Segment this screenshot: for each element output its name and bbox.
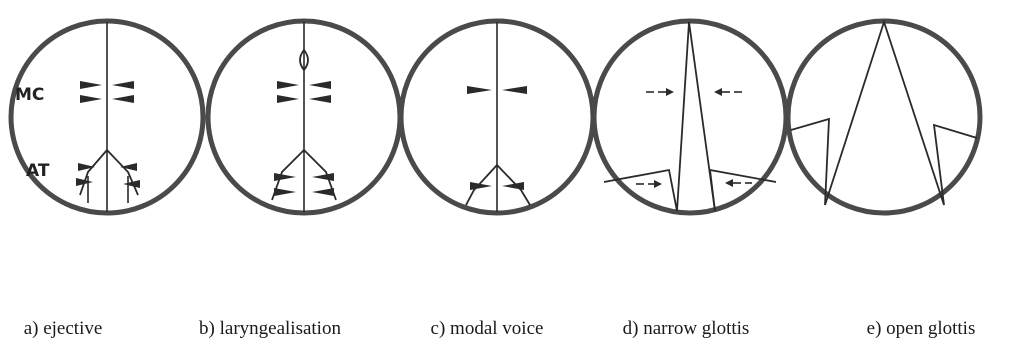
- glottis-circle: [788, 21, 980, 213]
- diagram-ejective: MC AT: [11, 21, 203, 213]
- caption-laryngealisation: b) laryngealisation: [199, 318, 341, 340]
- arytenoid-right: [107, 150, 138, 195]
- diagram-open-glottis: [788, 21, 980, 213]
- caption-open-glottis: e) open glottis: [867, 318, 976, 340]
- glottis-circle: [594, 21, 786, 213]
- caption-modal-voice: c) modal voice: [431, 318, 544, 340]
- label-mc: MC: [15, 85, 44, 105]
- diagram-modal-voice: [401, 21, 593, 213]
- glottal-opening: [677, 22, 715, 211]
- caption-narrow-glottis: d) narrow glottis: [623, 318, 750, 340]
- glottal-opening: [825, 22, 944, 205]
- diagram-narrow-glottis: [594, 21, 786, 213]
- arytenoid-left: [80, 150, 107, 195]
- diagram-laryngealisation: [208, 21, 400, 213]
- caption-ejective: a) ejective: [24, 318, 103, 340]
- label-at: AT: [26, 161, 50, 181]
